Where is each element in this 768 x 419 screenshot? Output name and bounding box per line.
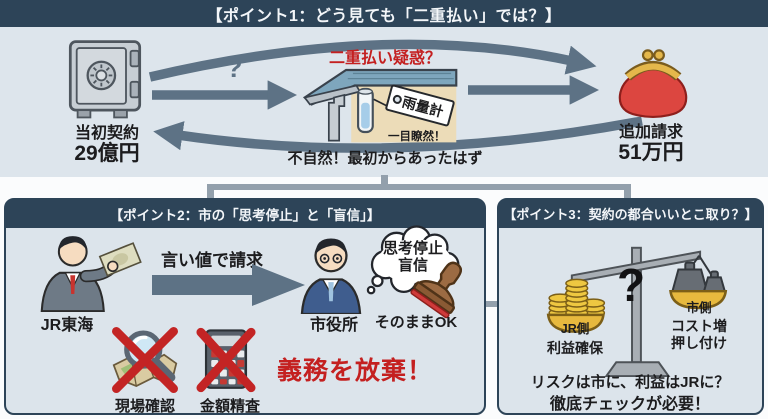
connector-drop-left: [207, 184, 214, 200]
site-check-label: 現場確認: [114, 398, 175, 415]
bubble-line1: 思考停止: [382, 240, 443, 257]
jr-businessman-icon: [40, 236, 142, 312]
site-check-crossed-icon: [112, 327, 178, 393]
red-x-icon: [196, 327, 256, 393]
purse-caption: 追加請求: [618, 124, 683, 141]
abandon-label: 義務を放棄！: [277, 357, 434, 385]
arc-top-arrow: [148, 39, 597, 82]
stamp-caption: そのままOK: [374, 314, 458, 331]
right-pan-caption2: 押し付け: [671, 335, 727, 351]
obvious-label: 一目瞭然！: [388, 131, 446, 143]
left-pan-label: JR側: [560, 322, 590, 336]
red-x-icon: [112, 327, 178, 393]
question-mark-1: ?: [226, 53, 243, 83]
left-pan-caption: 利益確保: [547, 340, 603, 356]
jr-label: JR東海: [40, 317, 94, 334]
point2-header: 【ポイント2：市の「思考停止」と「盲信」】: [5, 199, 485, 228]
purse-amount: 51万円: [618, 141, 684, 164]
point3-title: 【ポイント3：契約の都合いいとこ取り？】: [503, 207, 758, 222]
bubble-line2: 盲信: [397, 257, 428, 275]
bubble-text: 思考停止 盲信: [372, 240, 454, 275]
point1-panel: ? 当初契約 29億円 二重払い疑惑？: [0, 27, 768, 177]
connector-horizontal: [207, 184, 631, 190]
coin-purse-icon: [618, 49, 688, 118]
right-pan-label: 市側: [686, 301, 712, 315]
claim-label: 言い値で請求: [161, 251, 263, 270]
point2-title: 【ポイント2：市の「思考停止」と「盲信」】: [109, 207, 381, 223]
connector-drop-right: [624, 184, 631, 200]
safe-caption: 当初契約: [74, 125, 139, 142]
point1-header: 【ポイント1：どう見ても「二重払い」では？】: [0, 0, 768, 27]
risk-note-line2: 徹底チェックが必要！: [549, 396, 710, 413]
calculator-crossed-icon: [196, 327, 256, 393]
stamp-icon: [410, 261, 462, 319]
connector-panel-link: [480, 301, 504, 307]
city-label: 市役所: [309, 317, 358, 334]
right-pan-caption1: コスト増: [671, 318, 727, 334]
balance-scale-icon: [546, 246, 728, 378]
calculator-label: 金額精査: [199, 398, 260, 415]
connector-stub-top: [381, 175, 388, 187]
point1-title: 【ポイント1：どう見ても「二重払い」では？】: [206, 7, 562, 25]
unnatural-label: 不自然！最初からあったはず: [287, 150, 483, 167]
city-office-man-icon: [300, 238, 362, 314]
flow-arrows: [148, 39, 643, 153]
risk-note-line1: リスクは市に、利益はJRに？: [530, 374, 730, 391]
claim-arrow: [152, 264, 305, 306]
safe-icon: [68, 40, 142, 119]
thought-bubble-icon: [366, 225, 460, 295]
point2-panel: 【ポイント2：市の「思考停止」と「盲信」】 JR東海 言い値で請求: [4, 198, 486, 415]
arc-bottom-arrow: [153, 116, 643, 153]
point3-panel: 【ポイント3：契約の都合いいとこ取り？】: [497, 198, 764, 415]
suspicion-label: 二重払い疑惑？: [328, 50, 441, 67]
safe-amount: 29億円: [74, 142, 140, 165]
question-mark-3: ?: [617, 259, 646, 311]
point3-header: 【ポイント3：契約の都合いいとこ取り？】: [498, 199, 763, 228]
